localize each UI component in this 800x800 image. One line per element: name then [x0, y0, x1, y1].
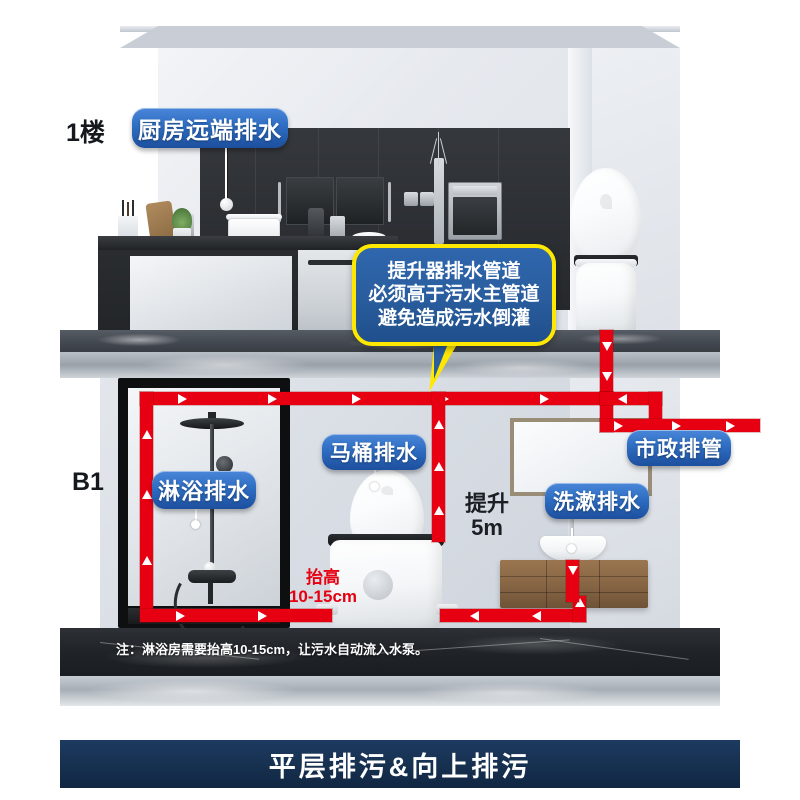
- pipe-arrow-up-lift-1: [434, 420, 444, 429]
- faucet: [568, 514, 574, 540]
- upper-floor-toilet: [570, 168, 642, 336]
- pipe-arrow-right-1: [178, 394, 187, 404]
- basin-label-dot: [567, 544, 576, 553]
- label-washbasin-drain[interactable]: 洗漱排水: [545, 483, 649, 519]
- label-kitchen-drain-text: 厨房远端排水: [138, 117, 282, 143]
- tall-vase: [434, 158, 444, 244]
- pipe-arrow-basin-in-2: [532, 611, 541, 621]
- label-municipal-pipe-text: 市政排管: [635, 438, 723, 461]
- pipe-arrow-municipal-3: [726, 421, 735, 431]
- floor-tag-upper: 1楼: [66, 119, 105, 147]
- pump-access-cap: [363, 570, 393, 600]
- label-washbasin-drain-text: 洗漱排水: [553, 491, 641, 514]
- label-toilet-drain-text: 马桶排水: [330, 442, 418, 465]
- label-municipal-pipe[interactable]: 市政排管: [627, 430, 731, 466]
- callout-line-2: 必须高于污水主管道: [368, 284, 540, 306]
- pipe-arrow-municipal-2: [672, 421, 681, 431]
- bottom-banner: 平层排污&向上排污: [60, 740, 740, 788]
- label-kitchen-drain[interactable]: 厨房远端排水: [132, 108, 288, 148]
- raise-annotation: 抬高 10-15cm: [284, 568, 362, 606]
- pipe-arrow-right-3: [352, 394, 361, 404]
- pipe-junction-upper-right: [600, 392, 662, 405]
- lift-annotation: 提升 5m: [452, 491, 522, 541]
- kitchen-jar-2: [420, 192, 434, 206]
- pipe-arrow-municipal-1: [614, 421, 623, 431]
- pipe-basin-to-pump: [440, 609, 586, 622]
- pipe-arrow-up-lift-3: [434, 506, 444, 515]
- kitchen-label-leader: [225, 147, 227, 199]
- raise-annotation-title: 抬高: [306, 568, 340, 587]
- dishwasher-handle: [308, 260, 370, 265]
- bottom-banner-text: 平层排污&向上排污: [268, 751, 532, 782]
- footnote: 注：淋浴房需要抬高10-15cm，让污水自动流入水泵。: [116, 642, 429, 657]
- cabinet-handle-right: [388, 182, 391, 222]
- utensil-holder: [118, 216, 138, 242]
- pipe-arrow-basin-down: [568, 566, 578, 575]
- ceiling: [120, 26, 680, 48]
- pipe-arrow-down-1: [602, 342, 612, 351]
- pipe-arrow-right-2: [268, 394, 277, 404]
- lift-annotation-value: 5m: [471, 515, 503, 541]
- pendant-light-cord: [226, 148, 228, 200]
- shower-label-leader: [195, 497, 197, 525]
- kitchen-utensils: [120, 200, 136, 218]
- potted-plant: [172, 208, 192, 232]
- vase-branch: [429, 132, 448, 166]
- cooking-pot-lid: [226, 214, 282, 220]
- kitchen-open-shelf: [130, 256, 292, 332]
- label-toilet-drain[interactable]: 马桶排水: [322, 434, 426, 470]
- pendant-light-bulb: [220, 198, 233, 211]
- lift-annotation-title: 提升: [464, 491, 509, 516]
- lower-floor-slab: [60, 628, 720, 706]
- pipe-upper-toilet-drop: [600, 330, 613, 392]
- pipe-kitchen-riser: [140, 392, 153, 622]
- callout-tail-fill: [434, 336, 451, 379]
- pipe-junction-right-leg: [649, 392, 662, 420]
- label-shower-drain[interactable]: 淋浴排水: [152, 471, 256, 509]
- pipe-arrow-up-kitchen-1: [142, 430, 152, 439]
- pipe-arrow-down-2: [602, 372, 612, 381]
- pipe-arrow-shower-in-2: [258, 611, 267, 621]
- pipe-arrow-basin-in-1: [470, 611, 479, 621]
- kitchen-canister-2: [330, 216, 345, 242]
- toilet-label-dot: [370, 482, 379, 491]
- pipe-main-horizontal-upper: [140, 392, 613, 405]
- callout-line-1: 提升器排水管道: [387, 261, 521, 283]
- kitchen-countertop: [98, 236, 398, 250]
- pipe-arrow-up-kitchen-3: [142, 556, 152, 565]
- pipe-arrow-up-lift-2: [434, 462, 444, 471]
- pipe-arrow-shower-in: [176, 611, 185, 621]
- warning-callout: 提升器排水管道 必须高于污水主管道 避免造成污水倒灌: [352, 244, 556, 346]
- pipe-arrow-up-kitchen-2: [142, 490, 152, 499]
- raise-annotation-value: 10-15cm: [288, 587, 358, 607]
- kitchen-jar-1: [404, 192, 418, 206]
- cabinet-handle-left: [278, 182, 281, 222]
- callout-line-3: 避免造成污水倒灌: [377, 307, 530, 329]
- pipe-shower-to-pump: [140, 609, 332, 622]
- pipe-arrow-basin-up: [575, 598, 585, 607]
- toilet-label-leader: [374, 464, 376, 486]
- floor-tag-lower: B1: [72, 468, 104, 496]
- pipe-arrow-right-5: [540, 394, 549, 404]
- kitchen-built-in-oven: [448, 182, 502, 240]
- shower-label-dot: [191, 520, 200, 529]
- pipe-arrow-left-junction: [618, 394, 627, 404]
- label-shower-drain-text: 淋浴排水: [157, 479, 250, 504]
- kitchen-kettle: [308, 208, 324, 240]
- basin-label-leader: [571, 528, 573, 550]
